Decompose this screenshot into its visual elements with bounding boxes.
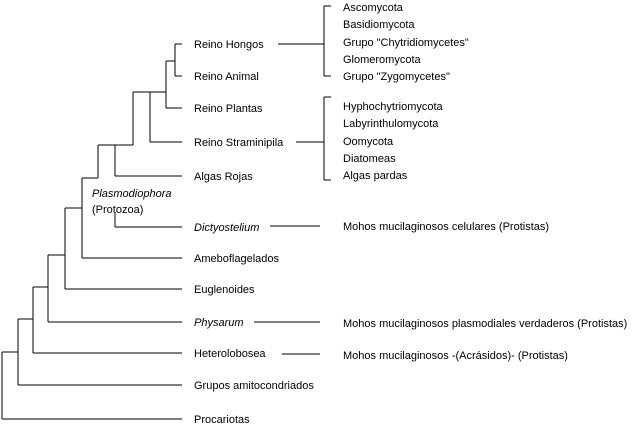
straminipila-bracket: Hyphochytriomycota Labyrinthulomycota Oo… (296, 96, 444, 182)
label-dictyostelium: Dictyostelium (194, 222, 259, 234)
straminipila-group-item: Diatomeas (343, 153, 396, 165)
annotation-dictyostelium: Mohos mucilaginosos celulares (Protistas… (343, 221, 549, 233)
straminipila-group-item: Hyphochytriomycota (343, 101, 444, 113)
label-euglenoides: Euglenoides (194, 284, 255, 296)
label-plasmodiophora: Plasmodiophora (92, 188, 172, 200)
label-reino-hongos: Reino Hongos (194, 39, 264, 51)
label-plasmodiophora-note: (Protozoa) (92, 204, 143, 216)
straminipila-group-item: Labyrinthulomycota (343, 118, 439, 130)
fungi-group-item: Grupo "Zygomycetes" (343, 71, 450, 83)
tree-branches (1, 43, 182, 420)
fungi-group-item: Ascomycota (343, 2, 404, 14)
leaf-labels: Reino Hongos Reino Animal Reino Plantas … (92, 39, 314, 426)
label-algas-rojas: Algas Rojas (194, 171, 253, 183)
fungi-group-item: Grupo "Chytridiomycetes" (343, 37, 469, 49)
fungi-bracket: Ascomycota Basidiomycota Grupo "Chytridi… (278, 2, 469, 83)
label-heterolobosea: Heterolobosea (194, 348, 266, 360)
label-grupos-amitocondriados: Grupos amitocondriados (194, 380, 314, 392)
annotations: Mohos mucilaginosos celulares (Protistas… (254, 221, 627, 362)
annotation-heterolobosea: Mohos mucilaginosos -(Acrásidos)- (Proti… (343, 350, 568, 362)
label-procariotas: Procariotas (194, 414, 250, 426)
fungi-group-item: Basidiomycota (343, 19, 415, 31)
label-ameboflagelados: Ameboflagelados (194, 253, 280, 265)
label-reino-animal: Reino Animal (194, 71, 259, 83)
fungi-group-item: Glomeromycota (343, 54, 422, 66)
label-reino-straminipila: Reino Straminipila (194, 137, 284, 149)
annotation-physarum: Mohos mucilaginosos plasmodiales verdade… (343, 318, 627, 330)
straminipila-group-item: Oomycota (343, 136, 394, 148)
label-reino-plantas: Reino Plantas (194, 103, 263, 115)
label-physarum: Physarum (194, 317, 244, 329)
straminipila-group-item: Algas pardas (343, 170, 408, 182)
